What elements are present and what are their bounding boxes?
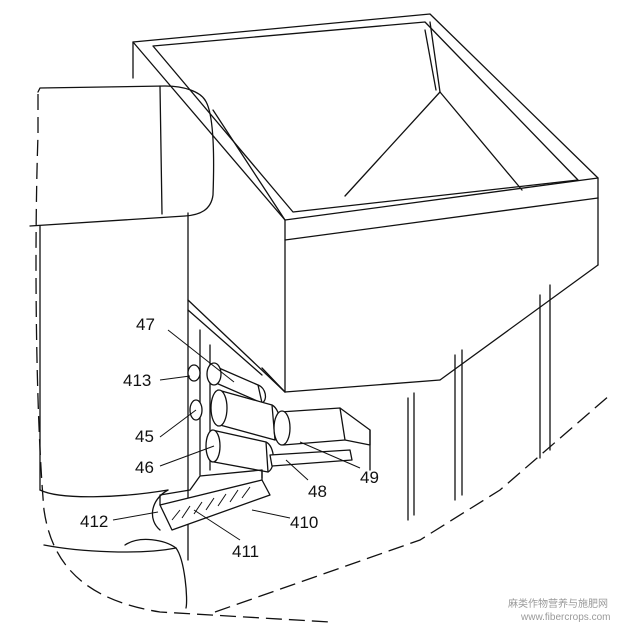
- label-413: 413: [123, 371, 151, 390]
- label-45: 45: [135, 427, 154, 446]
- watermark-cn: 麻类作物营养与施肥网: [508, 597, 608, 610]
- left-cylinder: [29, 85, 215, 609]
- support-frame: [369, 284, 551, 521]
- feed-mechanism: [124, 299, 371, 549]
- label-46: 46: [135, 458, 154, 477]
- watermark: 麻类作物营养与施肥网 www.fibercrops.com: [508, 597, 610, 623]
- watermark-url: www.fibercrops.com: [520, 612, 610, 623]
- label-410: 410: [290, 513, 318, 532]
- label-49: 49: [360, 468, 379, 487]
- hopper: [132, 13, 599, 393]
- housing-dashed-outline: [35, 94, 611, 623]
- label-48: 48: [308, 482, 327, 501]
- callout-labels: 47 413 45 46 412 411 410 48 49: [80, 315, 379, 561]
- label-47: 47: [136, 315, 155, 334]
- label-411: 411: [232, 542, 259, 561]
- label-412: 412: [80, 512, 108, 531]
- leader-lines: [112, 329, 361, 541]
